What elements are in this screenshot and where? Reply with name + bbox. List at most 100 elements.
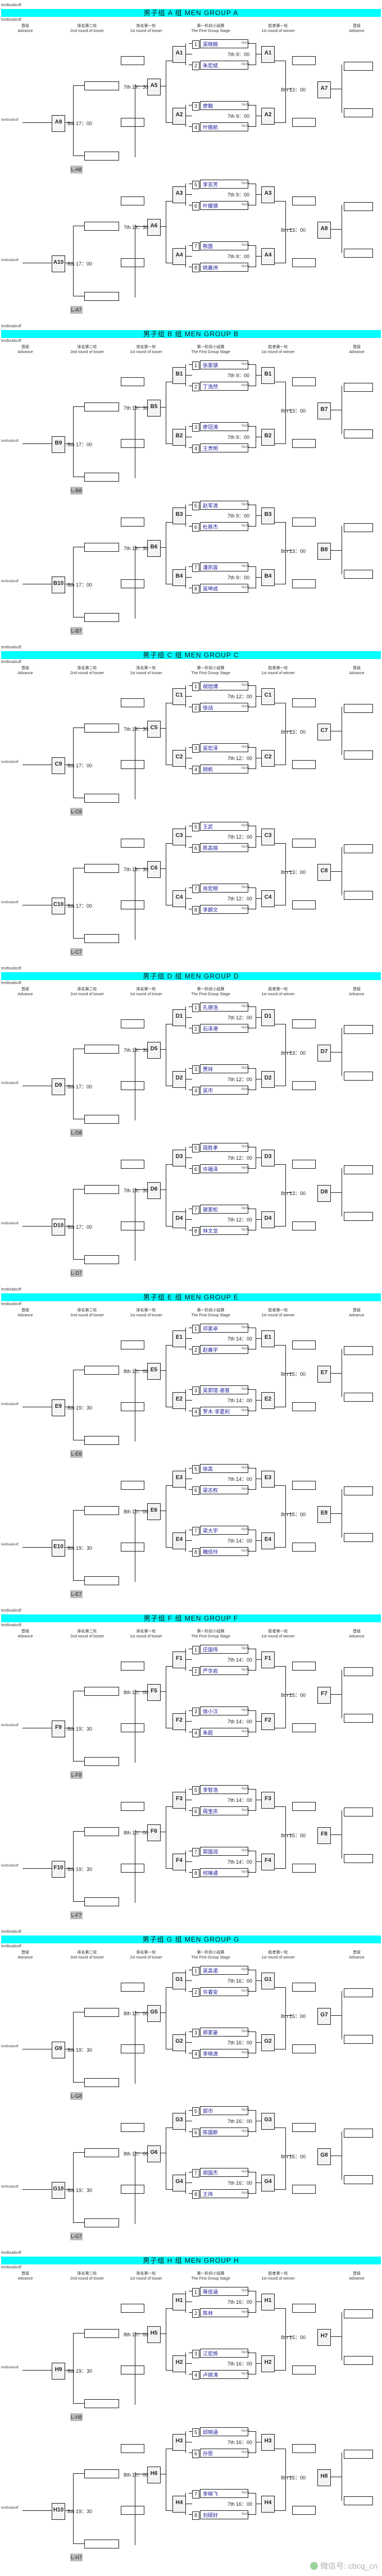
loser-r1-slot[interactable]: [121, 1481, 144, 1490]
advance-slot[interactable]: [344, 1025, 373, 1034]
winner-slot[interactable]: [292, 1019, 316, 1028]
player-slot[interactable]: 孙思: [200, 2449, 248, 2458]
loser-slot-box[interactable]: [172, 1713, 186, 1730]
loser-r2-slot[interactable]: [84, 1827, 119, 1836]
loser-slot-box[interactable]: [172, 1471, 186, 1488]
winner-box[interactable]: [317, 1687, 331, 1704]
winner-slot[interactable]: [292, 1723, 316, 1732]
loser-r2-slot[interactable]: [84, 2218, 119, 2227]
match-box[interactable]: [261, 2294, 275, 2310]
advance-slot[interactable]: [344, 2450, 373, 2459]
player-slot[interactable]: 朱宏斌: [200, 61, 248, 70]
advance-slot[interactable]: [344, 1393, 373, 1402]
player-slot[interactable]: 熊茵: [200, 241, 248, 250]
loser-r1-box[interactable]: [147, 1684, 161, 1701]
loser-r2-slot[interactable]: [84, 222, 119, 231]
player-slot[interactable]: 刘硕好: [200, 2510, 248, 2519]
loser-r2-slot[interactable]: [84, 794, 119, 803]
player-slot[interactable]: 李智浩: [200, 1785, 248, 1794]
loser-slot-box[interactable]: [172, 829, 186, 845]
winner-box[interactable]: [317, 1827, 331, 1844]
loser-slot-box[interactable]: [172, 507, 186, 524]
match-box[interactable]: [261, 2355, 275, 2372]
player-slot[interactable]: 魏佳玲: [200, 1547, 248, 1556]
winner-slot[interactable]: [292, 698, 316, 707]
loser-r2-slot[interactable]: [84, 402, 119, 411]
match-box[interactable]: [261, 1854, 275, 1870]
match-box[interactable]: [261, 2175, 275, 2191]
advance-slot[interactable]: [344, 891, 373, 900]
match-box[interactable]: [261, 2496, 275, 2513]
winner-box[interactable]: [317, 2008, 331, 2025]
player-slot[interactable]: 徐高: [200, 1464, 248, 1473]
loser-r2-slot[interactable]: [84, 1115, 119, 1124]
winner-box[interactable]: [317, 2148, 331, 2165]
loser-r1-slot[interactable]: [121, 1402, 144, 1411]
winner-slot[interactable]: [292, 518, 316, 527]
match-box[interactable]: [261, 1009, 275, 1026]
advance-slot[interactable]: [344, 2496, 373, 2505]
loser-slot-box[interactable]: [172, 890, 186, 907]
winner-box[interactable]: [317, 2329, 331, 2346]
loser-r1-slot[interactable]: [121, 698, 144, 707]
advance-slot[interactable]: [344, 383, 373, 392]
loser-slot-box[interactable]: [172, 1009, 186, 1026]
loser-r1-slot[interactable]: [121, 118, 144, 127]
player-slot[interactable]: 李亚芳: [200, 180, 248, 189]
loser-r2-slot[interactable]: [84, 1506, 119, 1515]
advance-slot[interactable]: [344, 1212, 373, 1221]
loser-slot-box[interactable]: [172, 1651, 186, 1668]
loser-r1-slot[interactable]: [121, 439, 144, 448]
winner-slot[interactable]: [292, 760, 316, 769]
loser-r1-box[interactable]: [147, 2467, 161, 2483]
match-box[interactable]: [261, 1973, 275, 1989]
loser-slot-box[interactable]: [172, 248, 186, 265]
player-slot[interactable]: 王武: [200, 822, 248, 831]
winner-slot[interactable]: [292, 2185, 316, 2194]
loser-slot-box[interactable]: [172, 1392, 186, 1409]
advance-slot[interactable]: [344, 1854, 373, 1863]
loser-r1-box[interactable]: [147, 1824, 161, 1841]
loser-r1-slot[interactable]: [121, 2044, 144, 2053]
loser-r1-slot[interactable]: [121, 1160, 144, 1169]
player-slot[interactable]: 郑国杰: [200, 2168, 248, 2177]
winner-slot[interactable]: [292, 56, 316, 65]
loser-r1-box[interactable]: [147, 540, 161, 557]
loser-r1-slot[interactable]: [121, 56, 144, 65]
loser-r1-slot[interactable]: [121, 2304, 144, 2313]
loser-r1-slot[interactable]: [121, 2444, 144, 2453]
player-slot[interactable]: 吴高诺: [200, 1966, 248, 1975]
loser-r1-slot[interactable]: [121, 518, 144, 527]
match-box[interactable]: [261, 1713, 275, 1730]
player-slot[interactable]: 谢家松: [200, 1205, 248, 1214]
winner-slot[interactable]: [292, 1081, 316, 1090]
loser-slot-box[interactable]: [172, 1532, 186, 1549]
player-slot[interactable]: 许睿安: [200, 1987, 248, 1996]
player-slot[interactable]: 叶耀骐: [200, 201, 248, 210]
loser-r2-slot[interactable]: [84, 152, 119, 161]
winner-box[interactable]: [317, 222, 331, 239]
winner-slot[interactable]: [292, 579, 316, 588]
winner-slot[interactable]: [292, 900, 316, 909]
loser-r2-box[interactable]: [52, 2363, 65, 2380]
advance-slot[interactable]: [344, 2309, 373, 2318]
player-slot[interactable]: 李朗文: [200, 905, 248, 914]
player-slot[interactable]: 吴市: [200, 1086, 248, 1095]
loser-r1-slot[interactable]: [121, 760, 144, 769]
advance-slot[interactable]: [344, 1988, 373, 1997]
loser-slot-box[interactable]: [172, 2496, 186, 2513]
advance-slot[interactable]: [344, 1667, 373, 1676]
player-slot[interactable]: 邱晓涵: [200, 2427, 248, 2436]
winner-box[interactable]: [317, 402, 331, 419]
loser-r1-box[interactable]: [147, 2005, 161, 2022]
loser-r2-box[interactable]: [52, 1540, 65, 1557]
advance-slot[interactable]: [344, 1808, 373, 1817]
match-box[interactable]: [261, 1651, 275, 1668]
loser-r1-slot[interactable]: [121, 900, 144, 909]
player-slot[interactable]: 叶赐航: [200, 122, 248, 131]
advance-slot[interactable]: [344, 1346, 373, 1355]
loser-r1-slot[interactable]: [121, 1543, 144, 1552]
match-box[interactable]: [261, 1532, 275, 1549]
loser-slot-box[interactable]: [172, 569, 186, 586]
player-slot[interactable]: 朱超: [200, 1728, 248, 1737]
